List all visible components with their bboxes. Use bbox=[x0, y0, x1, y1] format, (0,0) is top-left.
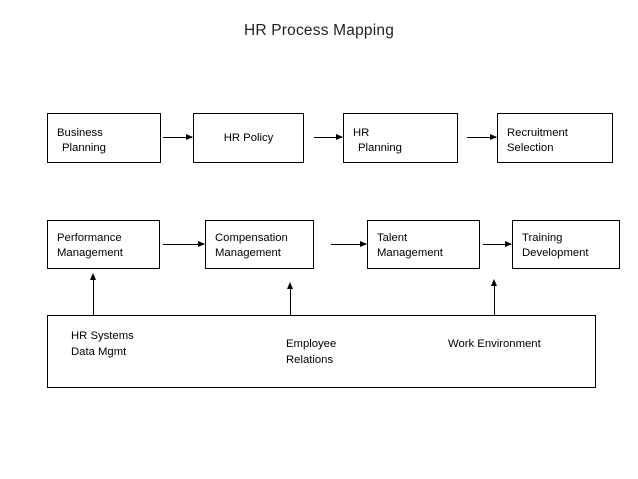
band-label-line1: Employee bbox=[286, 338, 337, 350]
process-box-compensation-management[interactable]: Compensation Management bbox=[205, 220, 314, 269]
band-label-employee-relations: Employee Relations bbox=[286, 336, 336, 368]
box-label-line1: Compensation bbox=[215, 232, 288, 244]
process-box-business-planning[interactable]: Business Planning bbox=[47, 113, 161, 163]
process-box-hr-planning[interactable]: HR Planning bbox=[343, 113, 458, 163]
box-label-line1: HR bbox=[353, 127, 370, 139]
box-label-line2: Planning bbox=[358, 142, 402, 154]
box-label-line1: Recruitment bbox=[507, 127, 568, 139]
box-label-line2: Selection bbox=[507, 142, 554, 154]
box-label-line2: Management bbox=[377, 247, 443, 259]
process-box-performance-management[interactable]: Performance Management bbox=[47, 220, 160, 269]
box-label-line1: Business bbox=[57, 127, 103, 139]
arrow-hr-systems-to-performance bbox=[89, 273, 96, 316]
process-box-recruitment-selection[interactable]: Recruitment Selection bbox=[497, 113, 613, 163]
box-label-line2: Management bbox=[215, 247, 281, 259]
box-label-line1: Talent bbox=[377, 232, 408, 244]
box-label-line2: Management bbox=[57, 247, 123, 259]
arrow-performance-to-compensation bbox=[163, 240, 205, 247]
arrow-hr-policy-to-hr-planning bbox=[314, 133, 343, 140]
band-label-hr-systems-data-mgmt: HR Systems Data Mgmt bbox=[71, 328, 134, 360]
box-label-line2: Development bbox=[522, 247, 589, 259]
box-label-line1: Performance bbox=[57, 232, 122, 244]
band-label-line2: Data Mgmt bbox=[71, 346, 127, 358]
box-label-line2: Planning bbox=[62, 142, 106, 154]
page-title: HR Process Mapping bbox=[243, 22, 395, 39]
box-label-line1: Training bbox=[522, 232, 563, 244]
band-label-line1: Work Environment bbox=[448, 338, 541, 350]
process-box-training-development[interactable]: Training Development bbox=[512, 220, 620, 269]
arrow-talent-to-training bbox=[483, 240, 512, 247]
arrow-business-planning-to-hr-policy bbox=[163, 133, 193, 140]
band-label-line2: Relations bbox=[286, 354, 334, 366]
band-label-line1: HR Systems bbox=[71, 330, 134, 342]
arrow-hr-planning-to-recruitment-selection bbox=[467, 133, 497, 140]
support-band-hr-support-functions[interactable]: HR Systems Data Mgmt Employee Relations … bbox=[47, 315, 596, 388]
arrow-compensation-to-talent bbox=[331, 240, 367, 247]
box-label-line1: HR Policy bbox=[223, 132, 274, 144]
process-box-hr-policy[interactable]: HR Policy bbox=[193, 113, 304, 163]
arrow-work-environment-to-talent bbox=[490, 279, 497, 316]
arrow-employee-relations-to-compensation bbox=[286, 282, 293, 316]
process-box-talent-management[interactable]: Talent Management bbox=[367, 220, 480, 269]
band-label-work-environment: Work Environment bbox=[448, 336, 541, 352]
